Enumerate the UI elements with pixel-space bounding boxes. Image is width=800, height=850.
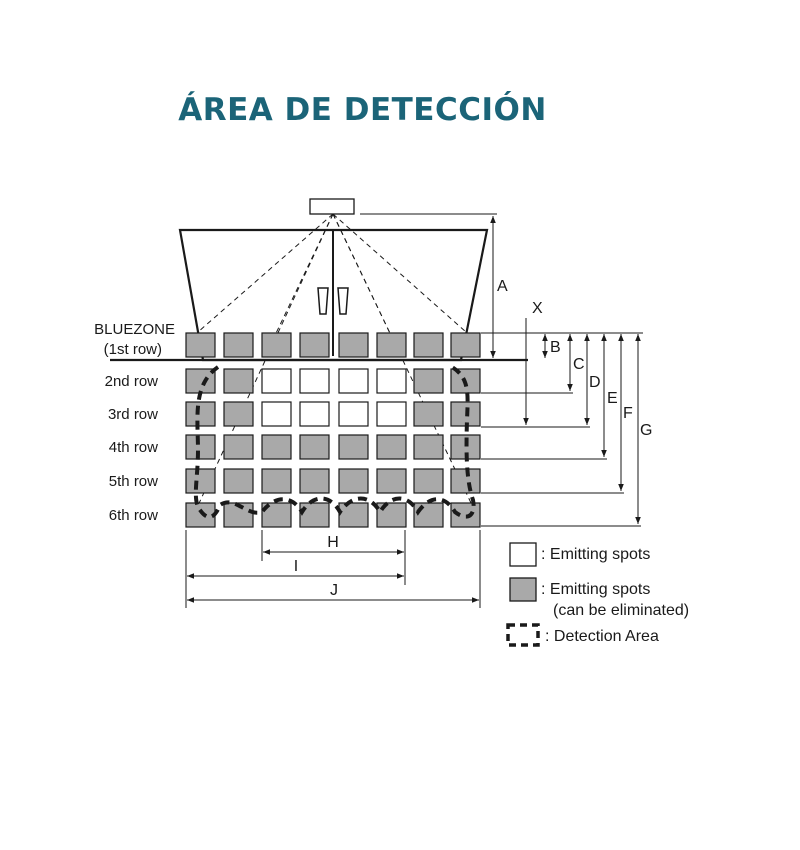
vertical-dimension-labels: A X B C D E F G: [496, 274, 653, 439]
emitting-spot-eliminable: [185, 332, 216, 358]
detection-area-outline: [193, 365, 476, 519]
emitting-spot-eliminable: [223, 401, 254, 427]
dim-j-label: J: [330, 582, 338, 599]
emitting-spot: [261, 368, 292, 394]
emitting-spot: [376, 401, 407, 427]
dim-c-label: C: [573, 356, 585, 373]
emitting-spot-eliminable: [450, 502, 481, 528]
emitting-spot-eliminable: [223, 434, 254, 460]
legend-white-swatch: [509, 542, 537, 567]
emitting-spot-eliminable: [413, 502, 444, 528]
dim-h-label: H: [327, 534, 339, 551]
emitting-spot: [299, 368, 330, 394]
emitting-spot-eliminable: [185, 368, 216, 394]
emitting-spot-eliminable: [376, 332, 407, 358]
vertical-dimensions: [360, 213, 643, 527]
door-handle-right: [337, 287, 349, 315]
dim-i-label: I: [294, 558, 298, 575]
emitting-spot-eliminable: [223, 332, 254, 358]
dim-a-label: A: [497, 278, 508, 295]
emitting-spot-eliminable: [376, 434, 407, 460]
emitting-spot: [261, 401, 292, 427]
legend-area-label: : Detection Area: [545, 628, 659, 645]
row-label-1st-row: (1st row): [104, 341, 162, 358]
emitting-spot: [376, 368, 407, 394]
emitting-spot-eliminable: [223, 368, 254, 394]
emitting-spot-eliminable: [261, 434, 292, 460]
emitting-spot: [338, 368, 369, 394]
dim-f-label: F: [623, 405, 633, 422]
emitting-spot-eliminable: [450, 332, 481, 358]
emitting-spot-eliminable: [185, 468, 216, 494]
emitting-spot-eliminable: [185, 401, 216, 427]
emitting-spot-eliminable: [376, 468, 407, 494]
row-label-3rd: 3rd row: [108, 406, 158, 423]
dim-d-label: D: [589, 374, 601, 391]
dim-x-label: X: [532, 300, 543, 317]
row-label-6th: 6th row: [109, 507, 158, 524]
row-label-bluezone: BLUEZONE: [94, 321, 175, 338]
door-handle-left: [317, 287, 329, 315]
emitting-spot-eliminable: [299, 332, 330, 358]
emitting-spot-eliminable: [261, 468, 292, 494]
emitting-spot-eliminable: [185, 502, 216, 528]
emitting-spot-eliminable: [338, 332, 369, 358]
emitting-spot-eliminable: [299, 468, 330, 494]
row-label-2nd: 2nd row: [105, 373, 159, 390]
emitting-spot-eliminable: [413, 401, 444, 427]
emitting-spot-eliminable: [413, 332, 444, 358]
sensor-unit: [309, 198, 355, 215]
legend: : Emitting spots : Emitting spots (can b…: [506, 542, 689, 647]
emitting-spot-eliminable: [338, 468, 369, 494]
emitting-spot-eliminable: [338, 502, 369, 528]
page-title: ÁREA DE DETECCIÓN: [178, 92, 547, 128]
emitting-spot: [338, 401, 369, 427]
legend-gray-sublabel: (can be eliminated): [553, 602, 689, 619]
dim-b-label: B: [550, 339, 561, 356]
emitting-spot-eliminable: [223, 468, 254, 494]
dim-g-label: G: [640, 422, 652, 439]
emitting-spot-eliminable: [261, 332, 292, 358]
legend-gray-label: : Emitting spots: [541, 581, 650, 598]
emitting-spot-eliminable: [185, 434, 216, 460]
emitting-spot-eliminable: [413, 434, 444, 460]
legend-white-label: : Emitting spots: [541, 546, 650, 563]
row-label-4th: 4th row: [109, 439, 158, 456]
emitting-spot-eliminable: [413, 468, 444, 494]
horizontal-dimensions: [185, 530, 481, 608]
legend-area-swatch: [506, 623, 540, 647]
emitting-spot: [299, 401, 330, 427]
row-label-5th: 5th row: [109, 473, 158, 490]
horizontal-dimension-labels: H I J: [294, 534, 339, 599]
emitting-spot-eliminable: [450, 468, 481, 494]
emitting-spot-eliminable: [413, 368, 444, 394]
emitting-spot-eliminable: [338, 434, 369, 460]
emitting-spot-grid: [185, 332, 481, 528]
emitting-spot-eliminable: [299, 434, 330, 460]
dim-e-label: E: [607, 390, 618, 407]
sensor-beam-lines: [194, 213, 473, 513]
legend-gray-swatch: [509, 577, 537, 602]
